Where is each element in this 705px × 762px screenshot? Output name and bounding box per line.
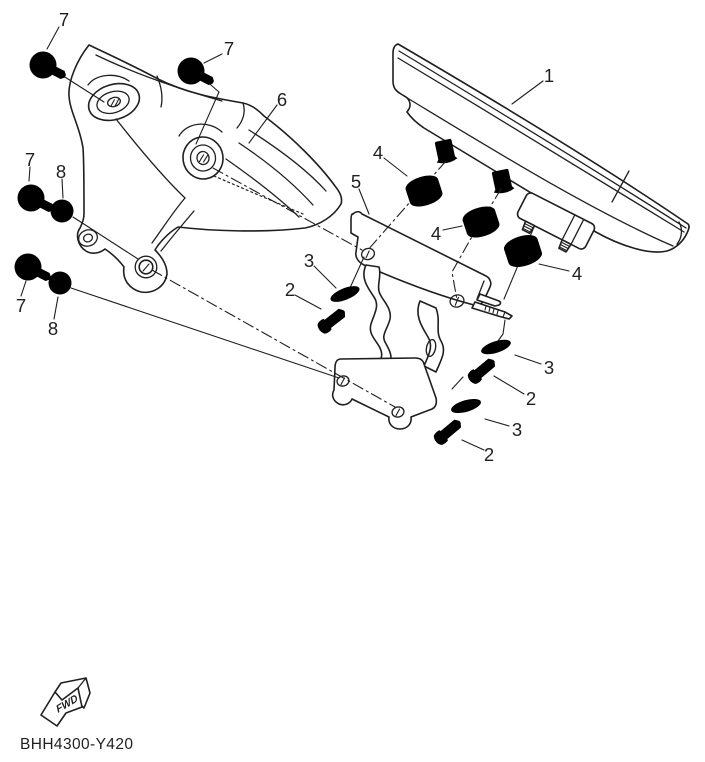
socket-bolt-part7 <box>17 184 56 214</box>
stay-hole <box>360 247 376 261</box>
damper-part4 <box>460 202 502 242</box>
bracket-boss-hole <box>182 136 224 180</box>
callout-label: 5 <box>351 171 361 192</box>
callout-leaders <box>20 26 570 451</box>
washer-part8 <box>50 199 74 223</box>
callout-label: 2 <box>526 388 536 409</box>
hidden-edge-dotted-line <box>213 175 304 215</box>
callout-label: 3 <box>304 250 314 271</box>
callout-label: 2 <box>285 279 295 300</box>
stay-lower-plate <box>331 357 438 430</box>
washer-part3 <box>479 336 513 358</box>
stay-flange-pins <box>471 293 513 320</box>
callout-label: 7 <box>16 295 26 316</box>
bracket-eyelet-hole <box>78 229 98 247</box>
stay-hole <box>336 375 350 387</box>
callout-label: 7 <box>224 38 234 59</box>
damper-part4 <box>501 231 545 271</box>
callout-label: 1 <box>544 65 554 86</box>
socket-bolt-part7 <box>29 51 68 81</box>
bracket-boss-hole <box>87 82 141 122</box>
meter-stay-part5 <box>331 210 513 430</box>
callout-label: 4 <box>431 223 441 244</box>
fwd-direction-arrow-icon <box>40 677 91 727</box>
stay-right-strap <box>417 300 445 373</box>
callout-label: 3 <box>512 419 522 440</box>
callout-label: 7 <box>25 149 35 170</box>
callout-label: 2 <box>484 444 494 465</box>
washer-part3 <box>449 396 483 416</box>
stay-hole <box>449 294 465 308</box>
callout-label: 6 <box>277 89 287 110</box>
meter-connector-block <box>516 192 596 253</box>
screw-part2 <box>431 416 465 448</box>
callout-label: 4 <box>373 142 383 163</box>
callout-label: 3 <box>544 357 554 378</box>
stay-hole <box>391 406 405 418</box>
socket-bolt-part7 <box>14 253 53 283</box>
screw-part2 <box>465 355 499 387</box>
socket-bolt-part7 <box>177 57 216 87</box>
stay-left-strap <box>363 264 392 365</box>
drawing-code: BHH4300-Y420 <box>20 736 133 753</box>
callout-label: 8 <box>48 318 58 339</box>
washer-part8 <box>48 271 72 295</box>
screw-part2 <box>315 305 349 336</box>
callout-label: 4 <box>572 263 582 284</box>
callout-labels: 7 7 6 1 4 5 4 4 7 8 3 2 7 8 3 2 3 2 <box>16 9 582 465</box>
meter-bracket-part6 <box>68 44 343 294</box>
callout-label: 7 <box>59 9 69 30</box>
callout-label: 8 <box>56 161 66 182</box>
meter-unit-part1 <box>392 43 690 253</box>
damper-part4 <box>403 171 445 211</box>
bracket-eyelet-hole <box>134 255 158 279</box>
